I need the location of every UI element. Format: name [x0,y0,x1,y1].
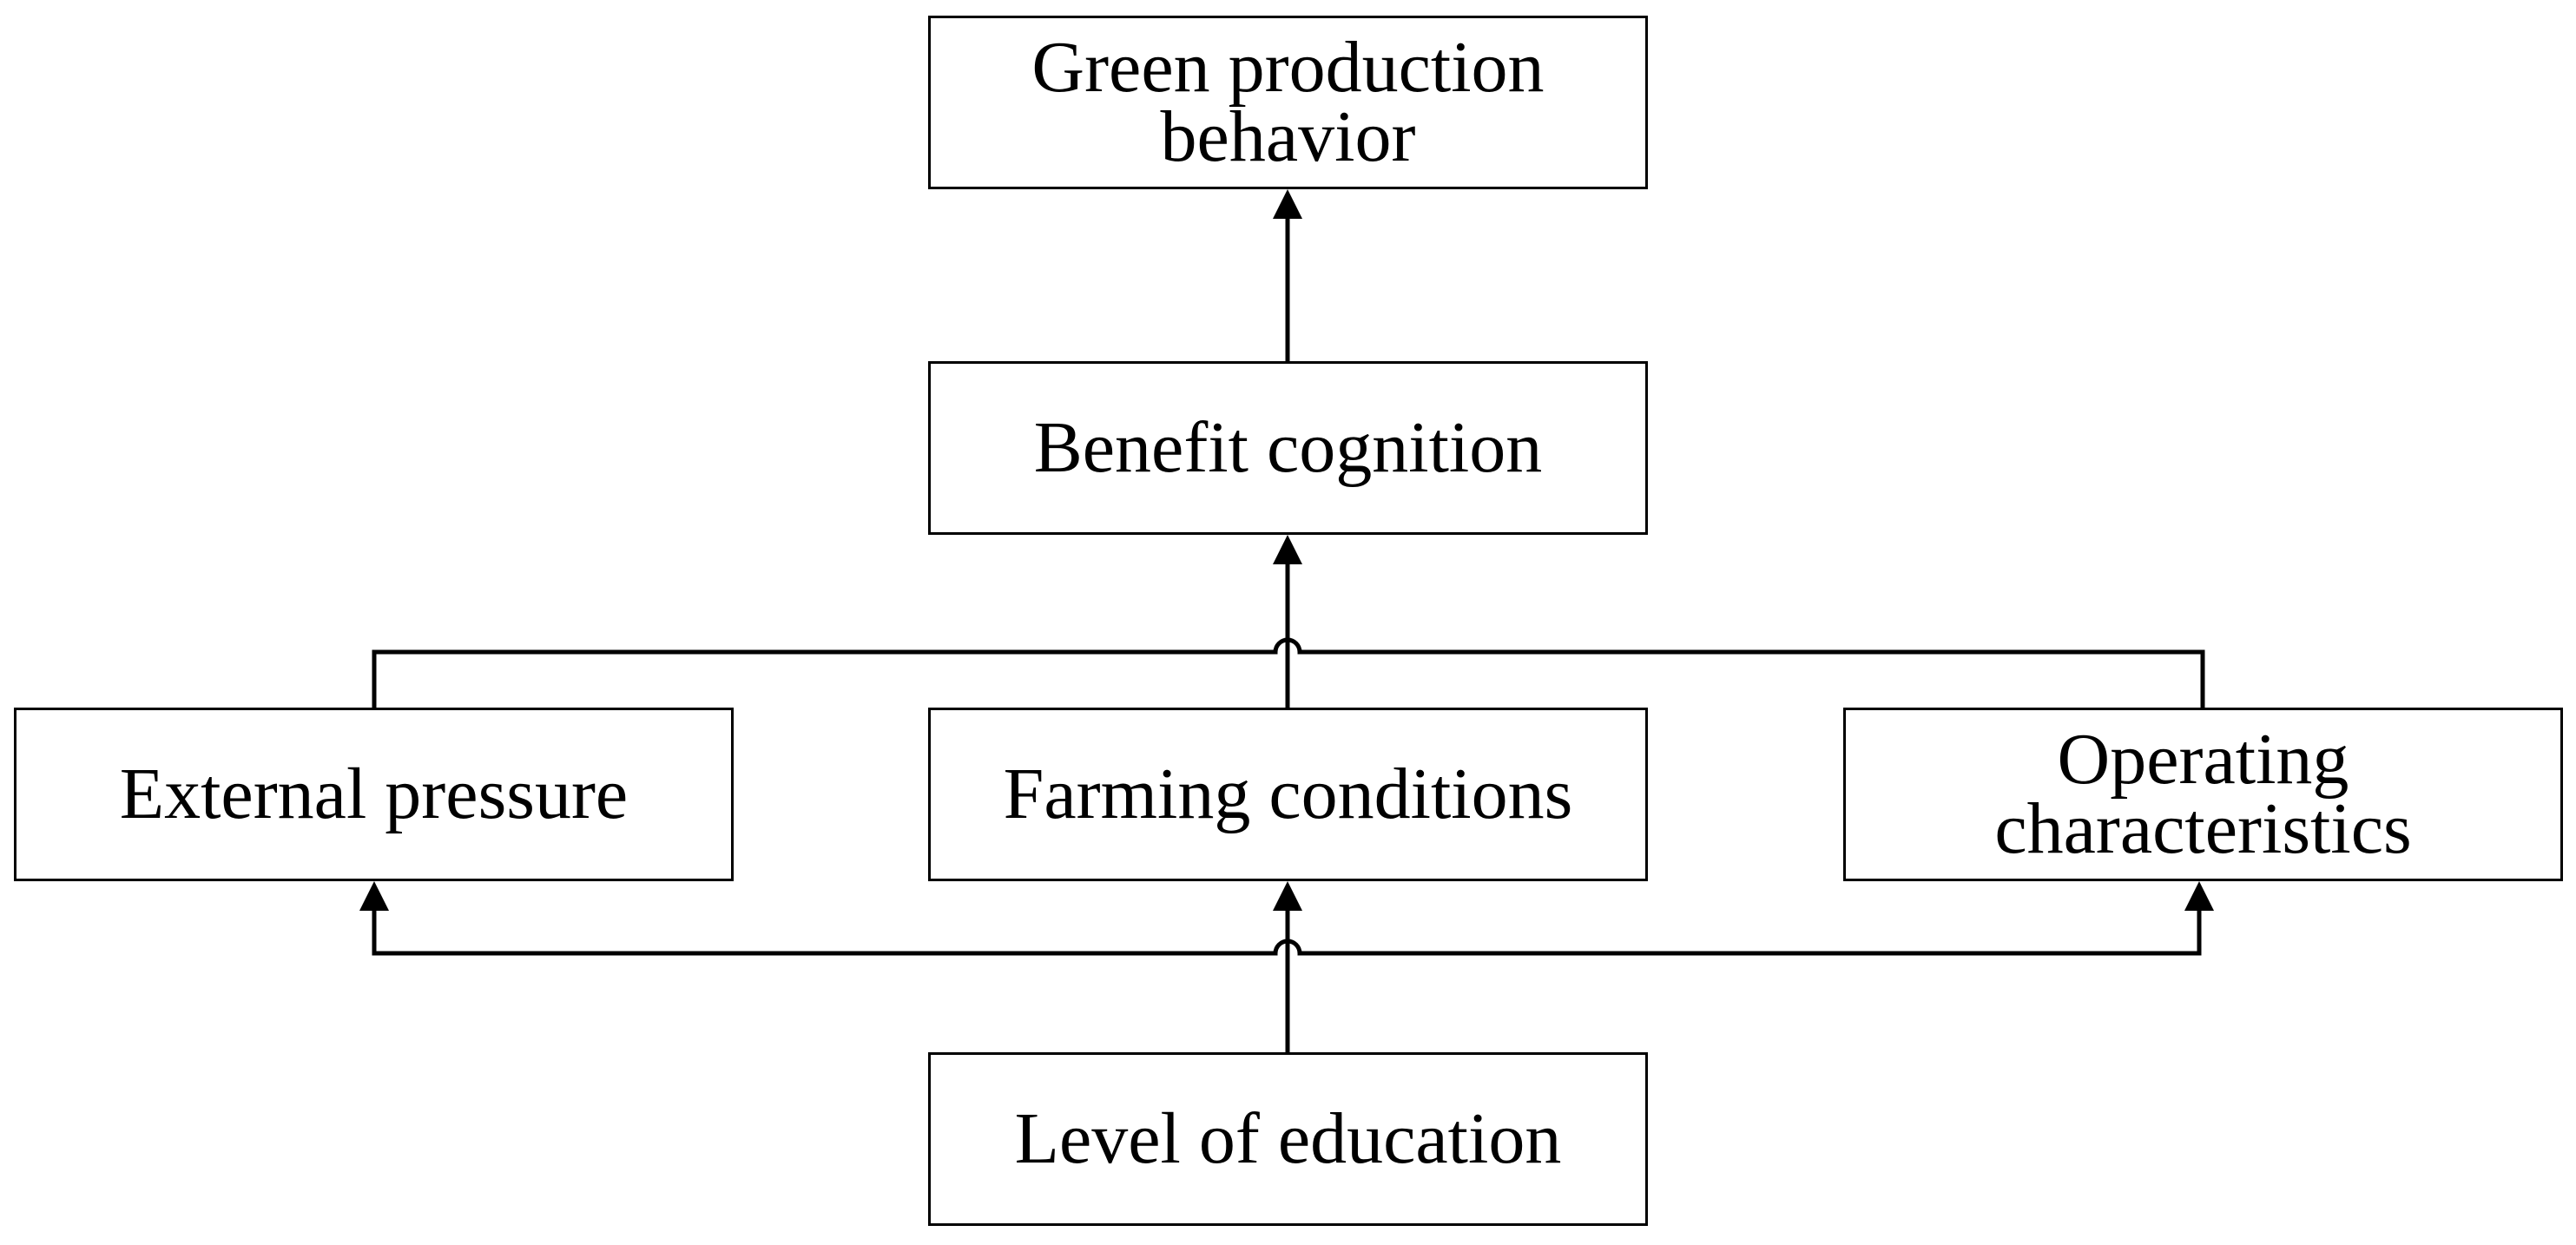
arrowhead-green [1273,189,1302,219]
node-green-production-behavior: Green production behavior [928,16,1648,189]
node-level-of-education: Level of education [928,1052,1648,1226]
arrowhead-benefit [1273,535,1302,564]
node-label: Benefit cognition [1033,407,1543,488]
node-label: Operating characteristics [1994,719,2412,869]
arrowhead-external [359,881,389,911]
node-label: Level of education [1014,1098,1562,1179]
arrowhead-operating [2184,881,2214,911]
node-label: External pressure [119,754,629,834]
node-operating-characteristics: Operating characteristics [1843,708,2563,881]
node-external-pressure: External pressure [14,708,734,881]
node-label: Green production behavior [1031,27,1545,177]
node-benefit-cognition: Benefit cognition [928,361,1648,535]
node-label: Farming conditions [1003,754,1573,834]
node-farming-conditions: Farming conditions [928,708,1648,881]
arrowhead-farming [1273,881,1302,911]
